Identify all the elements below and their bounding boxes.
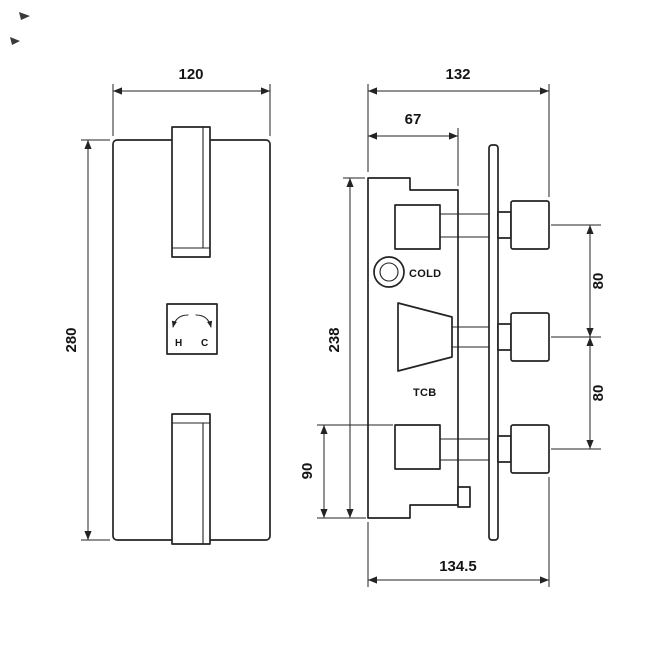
- dim-front-width: [112, 84, 271, 136]
- mounting-tab: [457, 486, 471, 508]
- mixer-cone: [397, 302, 453, 372]
- print-artifact-top: [19, 12, 30, 20]
- dim-side-body-depth: [368, 128, 459, 186]
- bottom-cartridge: [394, 424, 441, 470]
- dim-side-body-depth-value: 67: [405, 111, 422, 128]
- dim-side-body-height-value: 238: [326, 327, 343, 352]
- dim-side-overall-bottom-value: 134.5: [439, 558, 477, 575]
- front-bottom-handle: [171, 413, 211, 545]
- front-view: H C 120 280: [63, 66, 271, 545]
- dim-port-spacing-lower-value: 80: [590, 385, 607, 402]
- model-label: TCB: [413, 387, 437, 399]
- dim-side-overall-top-value: 132: [445, 66, 470, 83]
- dim-side-body-height: [343, 177, 365, 519]
- print-artifact-left: [10, 37, 20, 45]
- dim-front-height: [81, 139, 110, 541]
- side-view: COLD TCB: [299, 66, 607, 587]
- side-handle-top: [497, 200, 550, 250]
- dim-side-bottom-section-value: 90: [299, 463, 316, 480]
- dim-side-overall-top: [367, 84, 550, 197]
- dim-front-height-value: 280: [63, 327, 80, 352]
- cold-port-label: COLD: [409, 268, 441, 280]
- hot-label: H: [175, 338, 182, 349]
- side-wall-plate: [488, 144, 499, 541]
- side-handle-bottom: [497, 424, 550, 474]
- rotate-right-arrow-icon: [195, 314, 213, 328]
- dim-side-overall-bottom: [367, 477, 550, 587]
- dim-port-spacing: [551, 224, 601, 450]
- side-handle-middle: [497, 312, 550, 362]
- cold-label: C: [201, 338, 208, 349]
- front-top-handle: [171, 126, 211, 258]
- temperature-dial: H C: [166, 303, 218, 355]
- top-cartridge: [394, 204, 441, 250]
- dim-port-spacing-upper-value: 80: [590, 273, 607, 290]
- rotate-left-arrow-icon: [171, 314, 189, 328]
- cold-inlet-port: [373, 256, 405, 288]
- dim-front-width-value: 120: [178, 66, 203, 83]
- dim-side-bottom-section: [317, 424, 393, 519]
